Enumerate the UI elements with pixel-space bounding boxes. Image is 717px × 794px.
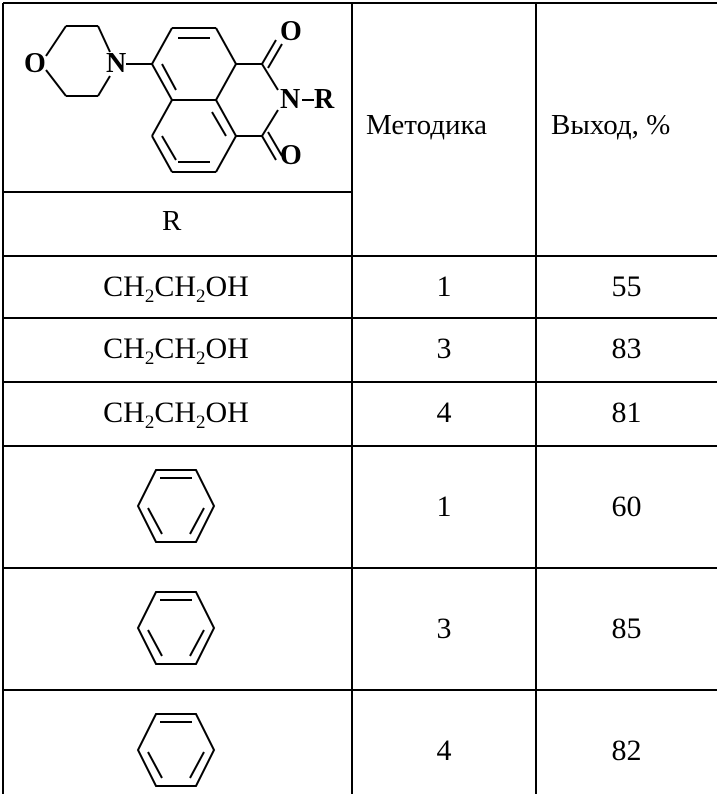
substituent-formula: CH2CH2OH — [103, 396, 249, 433]
yield-value: 60 — [611, 490, 642, 523]
morpholine-nitrogen-atom: N — [106, 48, 126, 79]
method-header: Методика — [366, 109, 488, 141]
method-value: 3 — [436, 332, 452, 365]
yield-value: 85 — [611, 612, 642, 645]
carbonyl-oxygen-bottom-atom: O — [280, 140, 302, 171]
yield-value: 55 — [611, 270, 642, 303]
yield-value: 83 — [611, 332, 642, 365]
substituent-header: R — [162, 205, 182, 237]
imide-nitrogen-atom: N — [280, 84, 300, 115]
method-value: 3 — [436, 612, 452, 645]
benzene-ring-icon — [136, 591, 216, 665]
yield-value: 81 — [611, 396, 642, 429]
morpholine-oxygen-atom: O — [24, 48, 46, 79]
naphthalimide-structure: O N O N R O — [24, 16, 335, 173]
method-value: 4 — [436, 734, 452, 767]
carbonyl-oxygen-top-atom: O — [280, 16, 302, 47]
substituent-formula: CH2CH2OH — [103, 270, 249, 307]
benzene-ring-icon — [136, 713, 216, 787]
method-value: 4 — [436, 396, 452, 429]
method-value: 1 — [436, 490, 452, 523]
imide-substituent-atom: R — [314, 84, 335, 115]
benzene-ring-icon — [136, 469, 216, 543]
substituent-formula: CH2CH2OH — [103, 332, 249, 369]
method-value: 1 — [436, 270, 452, 303]
yield-value: 82 — [611, 734, 642, 767]
yield-header: Выход, % — [551, 109, 671, 141]
